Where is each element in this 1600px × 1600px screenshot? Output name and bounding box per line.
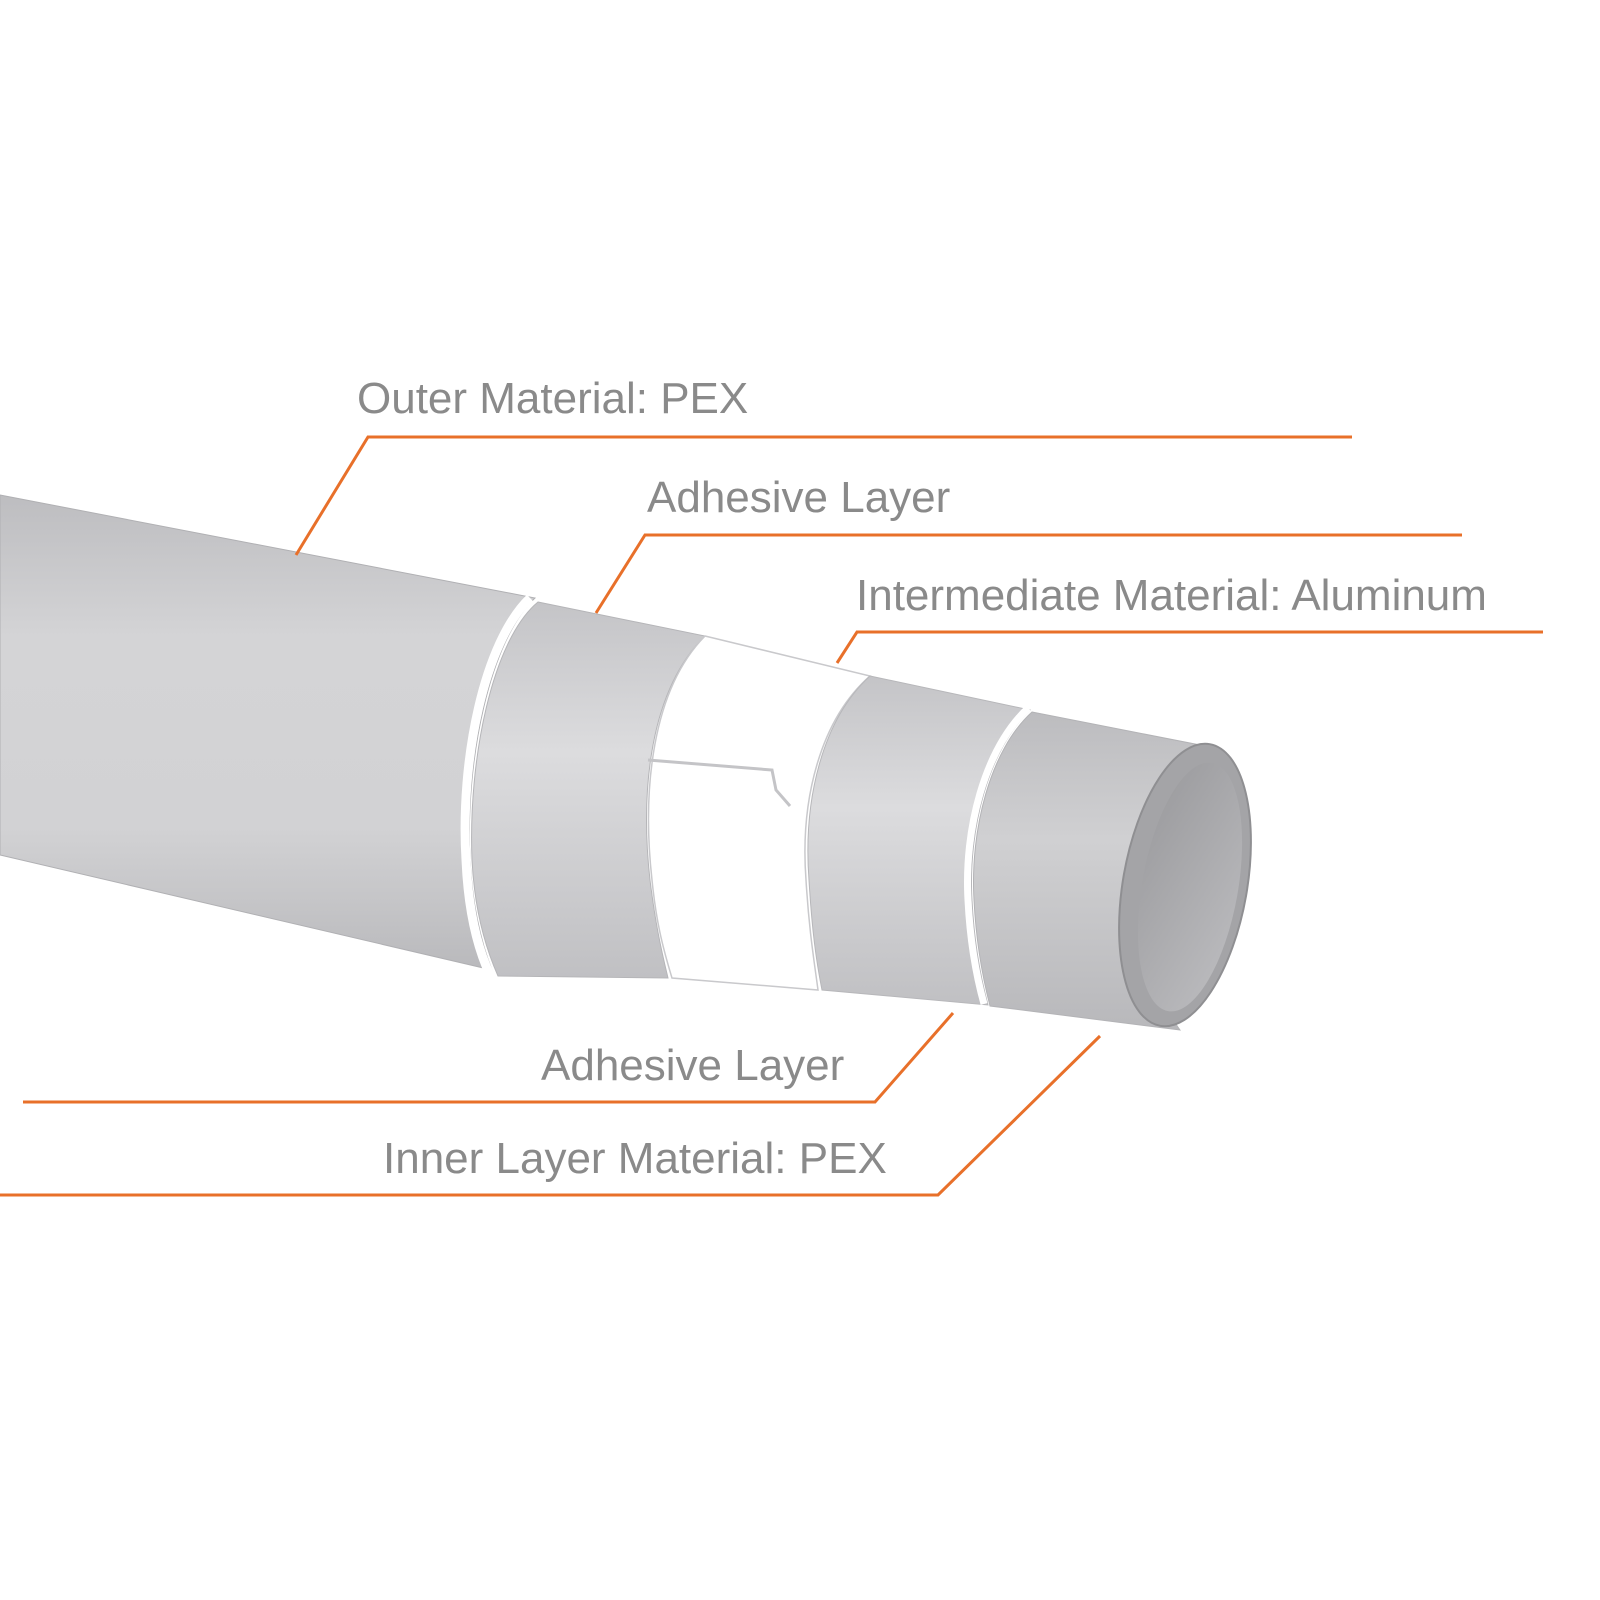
- inner-adhesive-band: [807, 675, 1032, 1006]
- inner-gap-line: [964, 705, 1031, 1005]
- pipe-bore: [1137, 762, 1243, 1012]
- leader-adhesive-top: [594, 533, 1462, 614]
- label-adhesive-layer-top: Adhesive Layer: [647, 473, 950, 522]
- outer-pex-layer: [0, 494, 537, 971]
- labels: Outer Material: PEX Adhesive Layer Inter…: [357, 374, 1487, 1183]
- aluminum-seam: [647, 758, 792, 807]
- label-inner-layer-material: Inner Layer Material: PEX: [383, 1134, 887, 1183]
- aluminum-layer: [647, 635, 872, 991]
- leader-intermediate: [835, 630, 1543, 664]
- leader-outer: [294, 435, 1352, 556]
- leader-lines: [0, 435, 1543, 1197]
- pipe-illustration: [0, 494, 1252, 1031]
- label-intermediate-material: Intermediate Material: Aluminum: [856, 571, 1487, 620]
- layer-gap-line: [460, 594, 534, 977]
- adhesive-layer-band: [471, 601, 707, 979]
- leader-adhesive-bottom: [23, 1012, 955, 1104]
- label-adhesive-layer-bottom: Adhesive Layer: [541, 1041, 844, 1090]
- label-outer-material: Outer Material: PEX: [357, 374, 748, 423]
- leader-inner: [0, 1034, 1102, 1197]
